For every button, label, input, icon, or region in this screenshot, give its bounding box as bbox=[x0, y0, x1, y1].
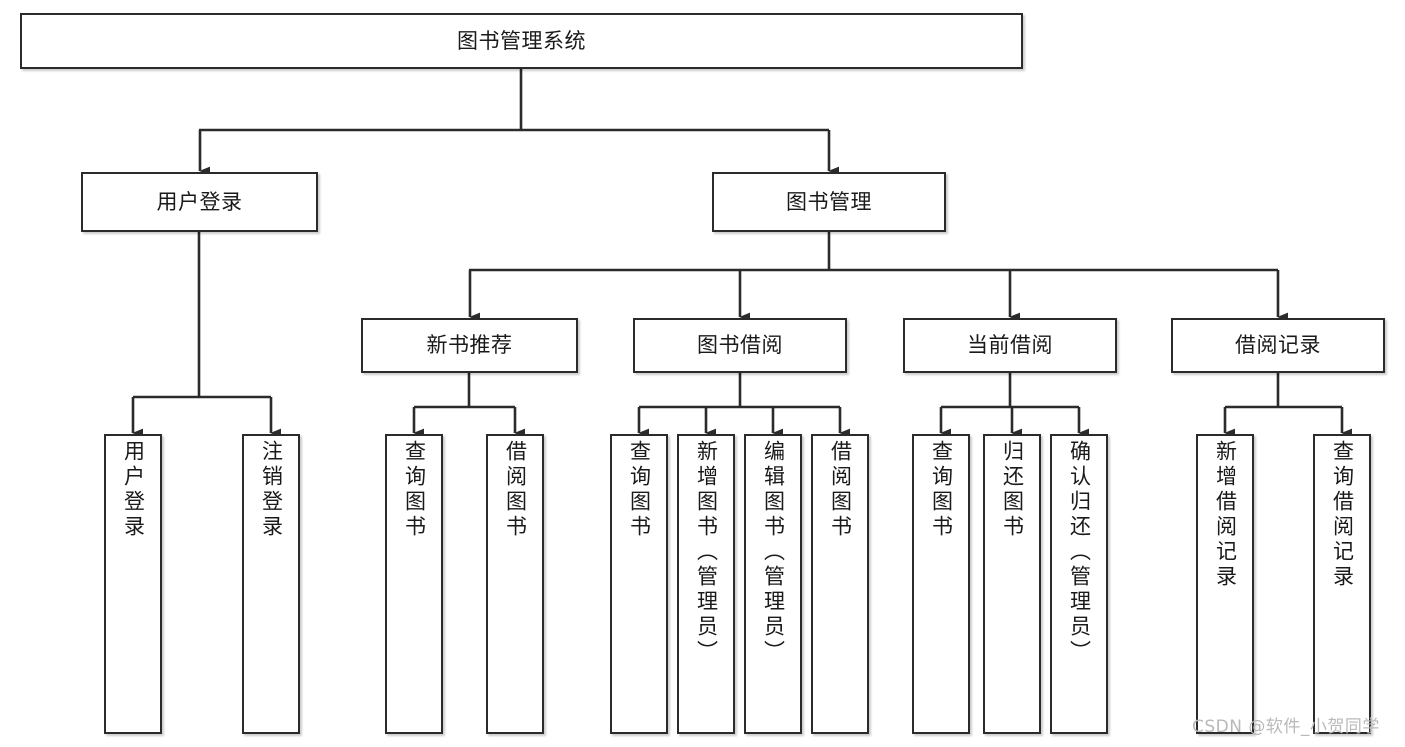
node-label: 注销登录 bbox=[259, 440, 284, 540]
node-label: 新书推荐 bbox=[426, 333, 513, 358]
node-leaf-5[interactable]: 查询图书 bbox=[610, 434, 668, 734]
node-label: 图书借阅 bbox=[697, 333, 783, 358]
node-label: 借阅图书 bbox=[828, 440, 853, 540]
node-leaf-2[interactable]: 注销登录 bbox=[242, 434, 300, 734]
node-label: 当前借阅 bbox=[967, 333, 1053, 358]
node-label: 查询图书 bbox=[929, 440, 954, 540]
node-label: 确认归还（管理员） bbox=[1067, 440, 1092, 665]
node-leaf-13[interactable]: 查询借阅记录 bbox=[1313, 434, 1371, 734]
node-label: 图书管理 bbox=[786, 189, 872, 214]
node-leaf-12[interactable]: 新增借阅记录 bbox=[1196, 434, 1254, 734]
node-label: 查询借阅记录 bbox=[1330, 440, 1355, 590]
node-leaf-8[interactable]: 借阅图书 bbox=[811, 434, 869, 734]
node-label: 用户登录 bbox=[156, 189, 243, 214]
node-label: 归还图书 bbox=[1000, 440, 1025, 540]
node-root[interactable]: 图书管理系统 bbox=[20, 13, 1023, 69]
node-label: 借阅图书 bbox=[503, 440, 528, 540]
node-leaf-6[interactable]: 新增图书（管理员） bbox=[677, 434, 735, 734]
node-borrow[interactable]: 图书借阅 bbox=[633, 318, 847, 373]
node-leaf-11[interactable]: 确认归还（管理员） bbox=[1050, 434, 1108, 734]
node-leaf-3[interactable]: 查询图书 bbox=[385, 434, 443, 734]
csdn-watermark: CSDN @软件_小贺同学 bbox=[1192, 717, 1380, 737]
node-leaf-4[interactable]: 借阅图书 bbox=[486, 434, 544, 734]
node-leaf-10[interactable]: 归还图书 bbox=[983, 434, 1041, 734]
node-current[interactable]: 当前借阅 bbox=[903, 318, 1117, 373]
node-newbook[interactable]: 新书推荐 bbox=[361, 318, 578, 373]
node-label: 新增借阅记录 bbox=[1213, 440, 1238, 590]
node-label: 查询图书 bbox=[627, 440, 652, 540]
node-bookmgmt[interactable]: 图书管理 bbox=[712, 172, 946, 232]
node-leaf-1[interactable]: 用户登录 bbox=[104, 434, 162, 734]
node-label: 新增图书（管理员） bbox=[694, 440, 719, 665]
node-label: 编辑图书（管理员） bbox=[761, 440, 786, 665]
node-label: 图书管理系统 bbox=[457, 28, 586, 53]
node-login[interactable]: 用户登录 bbox=[81, 172, 318, 232]
node-leaf-9[interactable]: 查询图书 bbox=[912, 434, 970, 734]
node-records[interactable]: 借阅记录 bbox=[1171, 318, 1385, 373]
node-label: 借阅记录 bbox=[1235, 333, 1321, 358]
node-label: 用户登录 bbox=[121, 440, 146, 540]
node-label: 查询图书 bbox=[402, 440, 427, 540]
node-leaf-7[interactable]: 编辑图书（管理员） bbox=[744, 434, 802, 734]
